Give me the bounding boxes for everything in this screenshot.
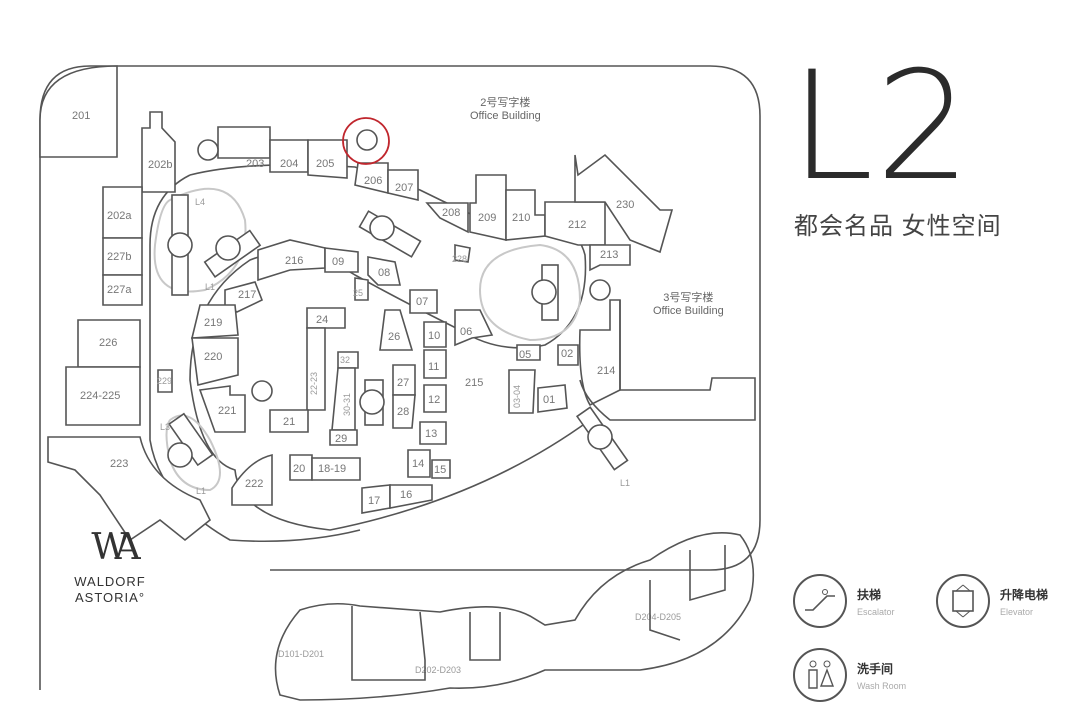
- svg-text:01: 01: [543, 394, 555, 406]
- svg-text:209: 209: [478, 212, 496, 224]
- svg-text:203: 203: [246, 158, 264, 170]
- legend-elevator: 升降电梯 Elevator: [936, 574, 1048, 628]
- svg-text:13: 13: [425, 428, 437, 440]
- svg-text:D204-D205: D204-D205: [635, 612, 681, 622]
- svg-text:20: 20: [293, 463, 305, 475]
- svg-text:207: 207: [395, 182, 413, 194]
- svg-text:L1: L1: [196, 486, 206, 496]
- svg-text:D101-D201: D101-D201: [278, 649, 324, 659]
- svg-text:224-225: 224-225: [80, 390, 120, 402]
- svg-text:216: 216: [285, 255, 303, 267]
- svg-text:05: 05: [519, 349, 531, 361]
- svg-text:28: 28: [397, 406, 409, 418]
- unit-label: 201: [72, 110, 90, 122]
- svg-text:18-19: 18-19: [318, 463, 346, 475]
- svg-text:14: 14: [412, 458, 424, 470]
- legend-washroom: 洗手间 Wash Room: [793, 648, 906, 702]
- svg-text:227a: 227a: [107, 284, 132, 296]
- svg-text:11: 11: [428, 361, 439, 373]
- svg-text:30-31: 30-31: [342, 393, 352, 416]
- washroom-icon: [356, 129, 378, 151]
- svg-text:L3: L3: [160, 422, 170, 432]
- svg-text:221: 221: [218, 405, 236, 417]
- svg-text:32: 32: [340, 355, 350, 365]
- floor-level-title: L2: [790, 40, 974, 214]
- svg-text:215: 215: [465, 377, 483, 389]
- svg-text:226: 226: [99, 337, 117, 349]
- svg-text:27: 27: [397, 377, 409, 389]
- svg-text:15: 15: [434, 464, 446, 476]
- svg-text:204: 204: [280, 158, 298, 170]
- legend-escalator: 扶梯 Escalator: [793, 574, 895, 628]
- svg-text:L4: L4: [195, 197, 205, 207]
- svg-text:206: 206: [364, 175, 382, 187]
- svg-text:205: 205: [316, 158, 334, 170]
- svg-text:217: 217: [238, 289, 256, 301]
- svg-text:02: 02: [561, 348, 573, 360]
- svg-text:228: 228: [452, 254, 467, 264]
- escalator-icon: [167, 194, 629, 471]
- svg-text:L1: L1: [620, 478, 630, 488]
- unit-201[interactable]: [39, 65, 118, 158]
- svg-text:07: 07: [416, 296, 428, 308]
- svg-text:227b: 227b: [107, 251, 131, 263]
- svg-text:24: 24: [316, 314, 328, 326]
- svg-text:213: 213: [600, 249, 618, 261]
- brand-mark-icon: WA: [91, 527, 140, 568]
- washroom-highlight-circle[interactable]: [342, 117, 390, 165]
- svg-text:06: 06: [460, 326, 472, 338]
- svg-text:219: 219: [204, 317, 222, 329]
- lower-block: [274, 532, 755, 701]
- waldorf-astoria-logo: WA WALDORF ASTORIA°: [60, 528, 160, 606]
- svg-text:220: 220: [204, 351, 222, 363]
- svg-text:208: 208: [442, 207, 460, 219]
- office-building-2-label: 2号写字楼 Office Building: [470, 97, 541, 122]
- svg-text:16: 16: [400, 489, 412, 501]
- svg-text:L1: L1: [205, 282, 215, 292]
- svg-text:25: 25: [353, 288, 363, 298]
- elevator-icon: [936, 574, 990, 628]
- washroom-icon: [793, 648, 847, 702]
- svg-text:214: 214: [597, 365, 615, 377]
- svg-text:22-23: 22-23: [309, 372, 319, 395]
- svg-text:202b: 202b: [148, 159, 172, 171]
- svg-text:12: 12: [428, 394, 440, 406]
- svg-text:222: 222: [245, 478, 263, 490]
- svg-text:10: 10: [428, 330, 440, 342]
- elevator-icon: [197, 139, 611, 402]
- office-building-3-label: 3号写字楼 Office Building: [653, 292, 724, 317]
- escalator-icon: [793, 574, 847, 628]
- svg-text:21: 21: [283, 416, 295, 428]
- svg-text:229: 229: [157, 376, 172, 386]
- svg-text:D202-D203: D202-D203: [415, 665, 461, 675]
- svg-text:03-04: 03-04: [512, 385, 522, 408]
- svg-text:223: 223: [110, 458, 128, 470]
- svg-text:212: 212: [568, 219, 586, 231]
- svg-text:17: 17: [368, 495, 380, 507]
- svg-text:08: 08: [378, 267, 390, 279]
- svg-text:202a: 202a: [107, 210, 132, 222]
- svg-text:210: 210: [512, 212, 530, 224]
- svg-text:09: 09: [332, 256, 344, 268]
- svg-text:29: 29: [335, 433, 347, 445]
- svg-text:230: 230: [616, 199, 634, 211]
- floor-subtitle: 都会名品 女性空间: [794, 213, 1002, 240]
- svg-text:26: 26: [388, 331, 400, 343]
